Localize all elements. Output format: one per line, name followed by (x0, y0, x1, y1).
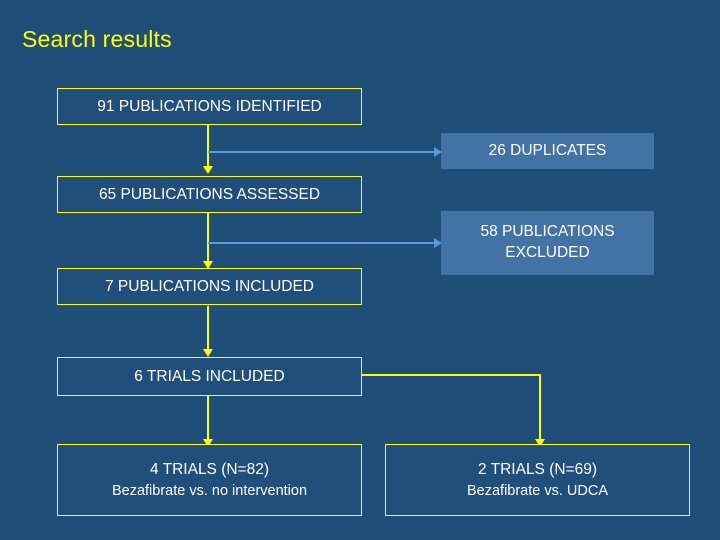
connector-to-excluded (208, 242, 436, 244)
arrow-included-to-trials (203, 349, 213, 357)
arrow-to-duplicates (434, 147, 442, 157)
node-publications-assessed-label: 65 PUBLICATIONS ASSESSED (98, 185, 321, 203)
node-publications-excluded-line1: 58 PUBLICATIONS (480, 223, 615, 241)
arrow-identified-to-assessed (203, 166, 213, 174)
node-publications-identified[interactable]: 91 PUBLICATIONS IDENTIFIED (57, 88, 362, 125)
node-trials-bezafibrate-vs-udca[interactable]: 2 TRIALS (N=69) Bezafibrate vs. UDCA (385, 444, 690, 516)
page-title: Search results (22, 26, 172, 52)
node-trials-left-line2: Bezafibrate vs. no intervention (111, 482, 308, 499)
connector-identified-to-assessed (207, 124, 209, 169)
node-publications-assessed[interactable]: 65 PUBLICATIONS ASSESSED (57, 176, 362, 213)
node-trials-right-line2: Bezafibrate vs. UDCA (466, 482, 609, 499)
node-trials-included-label: 6 TRIALS INCLUDED (134, 367, 285, 385)
node-trials-right-line1: 2 TRIALS (N=69) (477, 460, 598, 478)
connector-trials-to-left-group (207, 396, 209, 444)
arrow-assessed-to-included (203, 261, 213, 269)
connector-included-to-trials (207, 306, 209, 352)
connector-assessed-to-included (207, 212, 209, 265)
node-publications-excluded[interactable]: 58 PUBLICATIONS EXCLUDED (441, 211, 654, 275)
arrow-to-excluded (434, 238, 442, 248)
node-publications-excluded-line2: EXCLUDED (505, 244, 590, 261)
connector-to-duplicates (208, 151, 436, 153)
node-duplicates[interactable]: 26 DUPLICATES (441, 133, 654, 169)
node-trials-included[interactable]: 6 TRIALS INCLUDED (57, 357, 362, 396)
node-publications-identified-label: 91 PUBLICATIONS IDENTIFIED (97, 97, 322, 115)
node-publications-included-label: 7 PUBLICATIONS INCLUDED (104, 277, 314, 295)
node-duplicates-label: 26 DUPLICATES (488, 142, 607, 160)
node-publications-included[interactable]: 7 PUBLICATIONS INCLUDED (57, 268, 362, 305)
connector-right-branch-down (539, 374, 541, 444)
node-trials-bezafibrate-vs-no-intervention[interactable]: 4 TRIALS (N=82) Bezafibrate vs. no inter… (57, 444, 362, 516)
connector-trials-to-right-branch (359, 374, 541, 376)
node-trials-left-line1: 4 TRIALS (N=82) (149, 460, 270, 478)
arrow-trials-to-right-group (535, 439, 545, 447)
arrow-trials-to-left-group (203, 439, 213, 447)
